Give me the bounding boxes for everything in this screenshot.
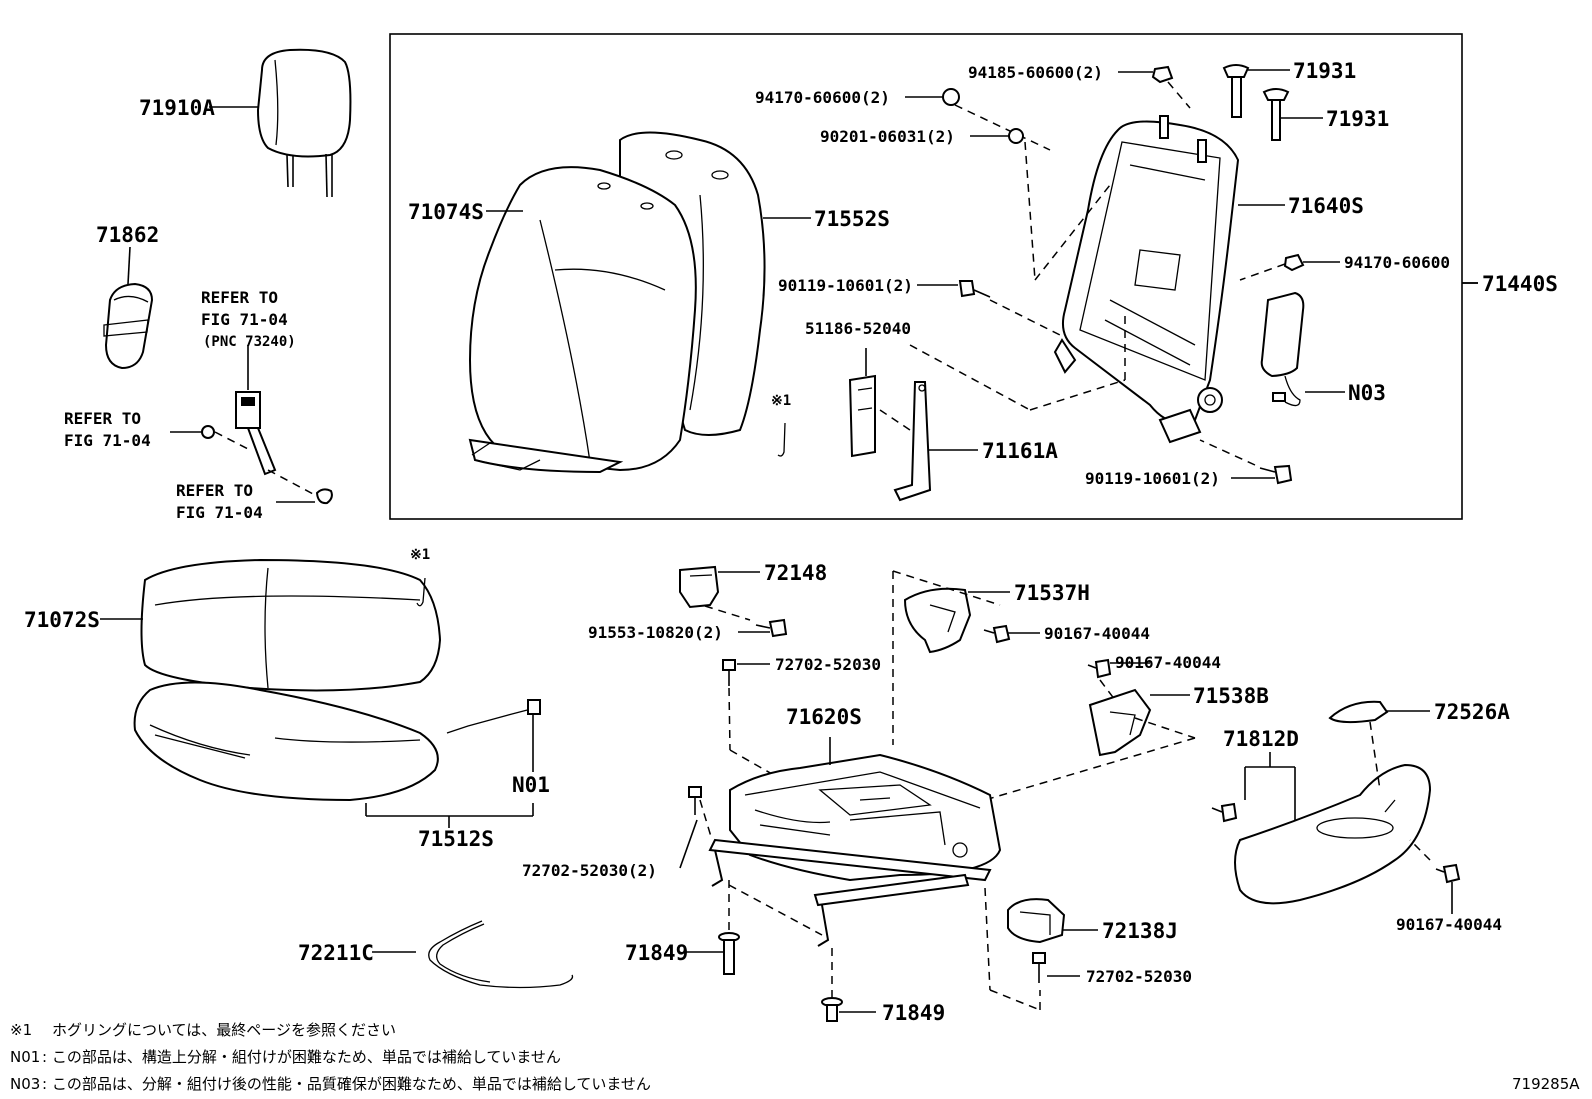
label-71910A: 71910A [139, 96, 215, 120]
note-3-text: : この部品は、分解・組付け後の性能・品質確保が困難なため、単品では補給していま… [42, 1075, 651, 1093]
label-71862: 71862 [96, 223, 159, 247]
label-71440S: 71440S [1482, 272, 1558, 296]
label-90119-a: 90119-10601(2) [778, 276, 913, 295]
note-3-mark: N03 [10, 1075, 40, 1093]
side-module-part [1260, 291, 1305, 407]
label-71537H: 71537H [1014, 581, 1090, 605]
label-72702-a: 72702-52030 [775, 655, 881, 674]
headrest-guide-1-part [1222, 64, 1250, 118]
cushion-cover-part [140, 558, 442, 692]
cover-71537H-part [903, 587, 972, 654]
label-94185: 94185-60600(2) [968, 63, 1103, 82]
nut-94185-part [1151, 65, 1174, 84]
bolt-72702-c-part [1032, 952, 1046, 983]
label-71552S: 71552S [814, 207, 890, 231]
note-1-mark: ※1 [10, 1021, 32, 1039]
cushion-pad-part [133, 681, 439, 802]
seat-frame-part [708, 753, 1002, 947]
knob-72526A-part [1328, 700, 1389, 724]
nut-94170-part [1283, 253, 1305, 272]
cover-72148-part [679, 565, 720, 609]
screw-90167-c-part [1435, 863, 1461, 884]
seat-back-cover-part [468, 166, 697, 474]
label-refer-nut-1: REFER TO [176, 481, 253, 500]
label-72526A: 72526A [1434, 700, 1510, 724]
label-refer-pnc-3: (PNC 73240) [203, 334, 296, 350]
label-94170-2: 94170-60600(2) [755, 88, 890, 107]
label-71161A: 71161A [982, 439, 1058, 463]
label-refer-nut-2: FIG 71-04 [176, 503, 263, 522]
label-refer-bolt-2: FIG 71-04 [64, 431, 151, 450]
note-2-mark: N01 [10, 1048, 40, 1066]
label-71931-b: 71931 [1326, 107, 1389, 131]
diagram-id: 719285A [1512, 1075, 1580, 1093]
label-90201: 90201-06031(2) [820, 127, 955, 146]
label-72148: 72148 [764, 561, 827, 585]
label-refer-bolt-1: REFER TO [64, 409, 141, 428]
label-hog-ring-2: ※1 [410, 547, 430, 563]
bolt-90119-a-part [958, 280, 991, 298]
bracket-51186-part [848, 374, 876, 458]
label-71812D: 71812D [1223, 727, 1299, 751]
label-N01: N01 [512, 773, 550, 797]
label-90119-b: 90119-10601(2) [1085, 469, 1220, 488]
label-71512S: 71512S [418, 827, 494, 851]
label-71620S: 71620S [786, 705, 862, 729]
label-71074S: 71074S [408, 200, 484, 224]
bolt-90119-b-part [1259, 464, 1293, 485]
cover-71538B-part [1088, 688, 1152, 757]
label-72138J: 72138J [1102, 919, 1178, 943]
pin-71849-a-part [718, 932, 740, 975]
label-72702-b: 72702-52030(2) [522, 861, 657, 880]
label-N03: N03 [1348, 381, 1386, 405]
label-71640S: 71640S [1288, 194, 1364, 218]
label-72702-c: 72702-52030 [1086, 967, 1192, 986]
cover-72138J-part [1007, 898, 1066, 944]
seat-back-frame-part [1053, 115, 1240, 444]
hog-ring-upper-part [777, 422, 786, 457]
screw-90167-a-part [983, 624, 1011, 644]
label-hog-ring-1: ※1 [771, 393, 791, 409]
headrest-guide-2-part [1262, 88, 1290, 141]
label-71931-a: 71931 [1293, 59, 1356, 83]
label-refer-pnc-2: FIG 71-04 [201, 310, 288, 329]
label-72211C: 72211C [298, 941, 374, 965]
bolt-72702-b-part [688, 786, 702, 815]
label-90167-a: 90167-40044 [1044, 624, 1150, 643]
nut-94170-2-part [942, 88, 960, 106]
label-91553: 91553-10820(2) [588, 623, 723, 642]
label-71072S: 71072S [24, 608, 100, 632]
label-71849-a: 71849 [625, 941, 688, 965]
bolt-72702-a-part [722, 659, 736, 686]
label-90167-b: 90167-40044 [1115, 653, 1221, 672]
headrest-part [256, 48, 352, 198]
label-71538B: 71538B [1193, 684, 1269, 708]
note-1-text: ホグリングについては、最終ページを参照ください [52, 1021, 396, 1039]
screw-71812D-part [1211, 802, 1238, 823]
bracket-71161A-part [893, 381, 932, 502]
trim-cover-71862-part [103, 282, 154, 370]
shield-71812D-part [1234, 763, 1432, 905]
label-90167-c: 90167-40044 [1396, 915, 1502, 934]
bolt-91553-part [755, 618, 788, 638]
screw-90167-b-part [1087, 658, 1112, 679]
label-51186: 51186-52040 [805, 319, 911, 338]
wire-72211C-part [428, 920, 574, 989]
pin-71849-b-part [821, 997, 843, 1022]
wire-n01-part [446, 699, 541, 734]
hog-ring-lower-part [416, 577, 426, 607]
label-71849-b: 71849 [882, 1001, 945, 1025]
label-94170: 94170-60600 [1344, 253, 1450, 272]
seatback-group-box [389, 33, 1463, 520]
note-2-text: : この部品は、構造上分解・組付けが困難なため、単品では補給していません [42, 1048, 561, 1066]
label-refer-pnc-1: REFER TO [201, 288, 278, 307]
washer-90201-part [1008, 128, 1024, 144]
